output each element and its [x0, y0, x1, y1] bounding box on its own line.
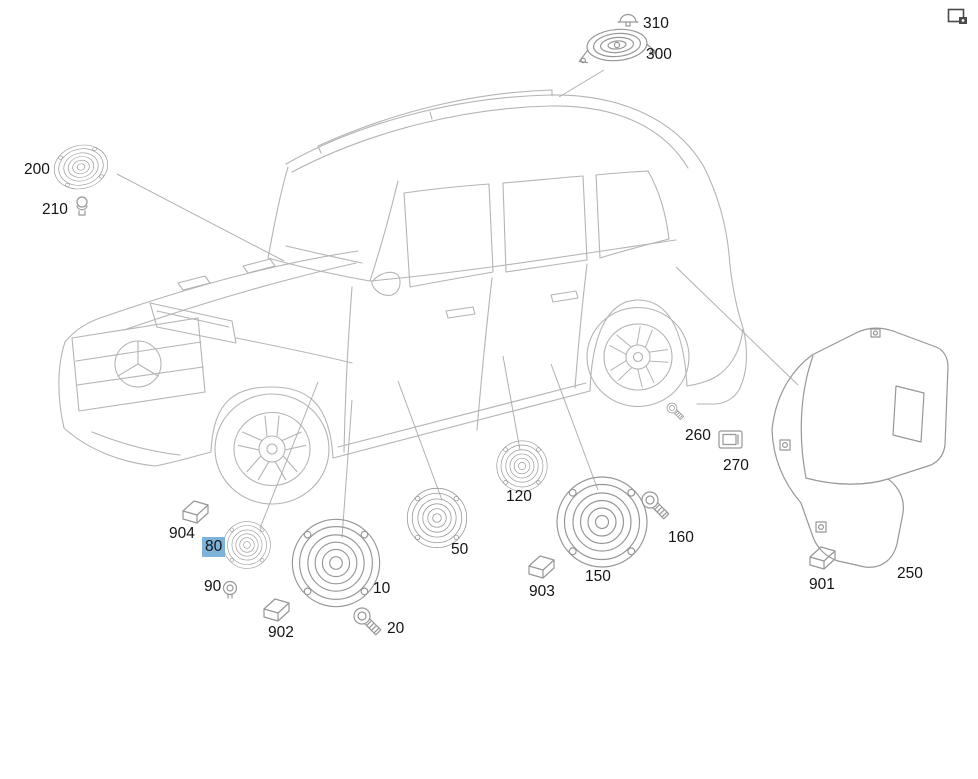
part-figure-904-clip[interactable] — [182, 500, 209, 524]
part-figure-260-screw[interactable] — [666, 402, 685, 421]
part-figure-902-clip[interactable] — [263, 598, 290, 622]
part-label-90[interactable]: 90 — [204, 578, 222, 595]
part-label-160[interactable]: 160 — [668, 529, 694, 546]
part-figure-250-quarter-panel[interactable] — [771, 327, 949, 568]
leader-lines — [116, 69, 799, 539]
part-figure-210-grommet[interactable] — [76, 196, 88, 216]
part-label-903[interactable]: 903 — [529, 583, 555, 600]
part-label-901[interactable]: 901 — [809, 576, 835, 593]
part-label-50[interactable]: 50 — [451, 541, 469, 558]
part-figure-10-door-speaker[interactable] — [291, 518, 381, 608]
part-label-904[interactable]: 904 — [169, 525, 195, 542]
part-figure-310-tweeter[interactable] — [617, 13, 639, 27]
part-label-250[interactable]: 250 — [897, 565, 923, 582]
part-label-210[interactable]: 210 — [42, 201, 68, 218]
part-figure-150-door-speaker[interactable] — [556, 476, 648, 568]
part-figure-120-speaker[interactable] — [496, 440, 548, 492]
part-label-10[interactable]: 10 — [373, 580, 391, 597]
part-figure-90-nut[interactable] — [222, 580, 238, 599]
window-export-icon[interactable] — [947, 8, 969, 28]
part-label-80-selected[interactable]: 80 — [202, 537, 226, 557]
part-label-20[interactable]: 20 — [387, 620, 405, 637]
part-figure-20-bolt[interactable] — [353, 607, 382, 636]
part-label-200[interactable]: 200 — [24, 161, 50, 178]
part-figure-80-speaker[interactable] — [223, 521, 271, 569]
part-figure-270-bracket[interactable] — [718, 430, 743, 449]
part-label-260[interactable]: 260 — [685, 427, 711, 444]
part-figure-903-clip[interactable] — [528, 555, 555, 579]
part-label-300[interactable]: 300 — [646, 46, 672, 63]
vehicle-outline — [58, 89, 747, 505]
part-label-310[interactable]: 310 — [643, 15, 669, 32]
part-figure-50-speaker[interactable] — [406, 487, 468, 549]
part-label-270[interactable]: 270 — [723, 457, 749, 474]
part-label-902[interactable]: 902 — [268, 624, 294, 641]
part-label-150[interactable]: 150 — [585, 568, 611, 585]
part-label-120[interactable]: 120 — [506, 488, 532, 505]
part-figure-200-speaker[interactable] — [49, 139, 113, 195]
